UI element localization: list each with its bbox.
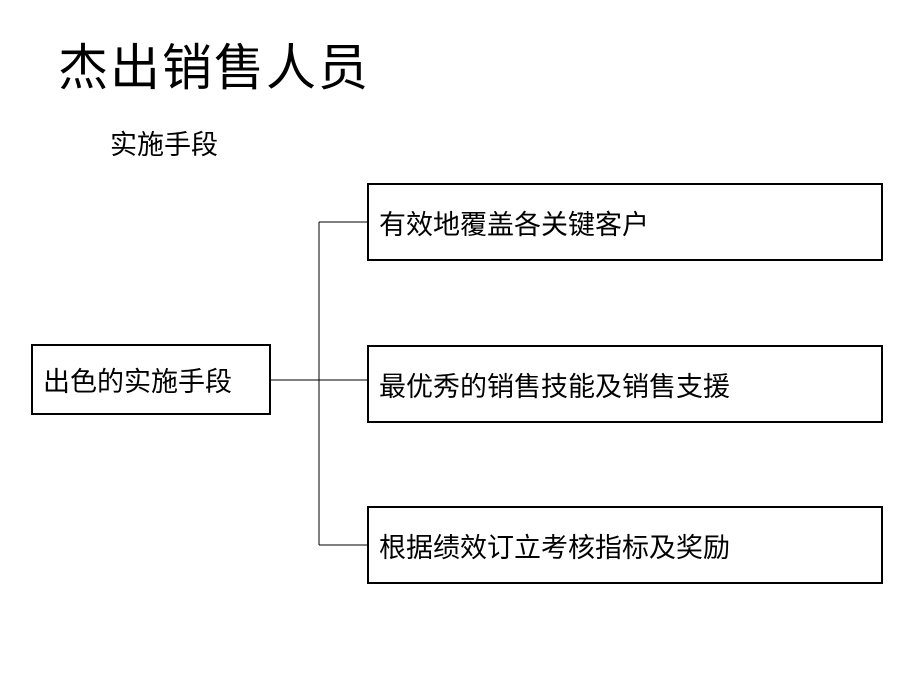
branch-node-label: 最优秀的销售技能及销售支援 bbox=[379, 371, 730, 403]
branch-node-1: 有效地覆盖各关键客户 bbox=[367, 183, 883, 261]
branch-node-2: 最优秀的销售技能及销售支援 bbox=[367, 345, 883, 423]
branch-node-label: 有效地覆盖各关键客户 bbox=[379, 209, 649, 241]
page-title: 杰出销售人员 bbox=[58, 39, 370, 97]
root-node: 出色的实施手段 bbox=[31, 344, 271, 415]
branch-node-3: 根据绩效订立考核指标及奖励 bbox=[367, 506, 883, 584]
root-node-label: 出色的实施手段 bbox=[43, 367, 232, 398]
diagram-subtitle: 实施手段 bbox=[110, 130, 218, 161]
branch-node-label: 根据绩效订立考核指标及奖励 bbox=[379, 532, 730, 564]
